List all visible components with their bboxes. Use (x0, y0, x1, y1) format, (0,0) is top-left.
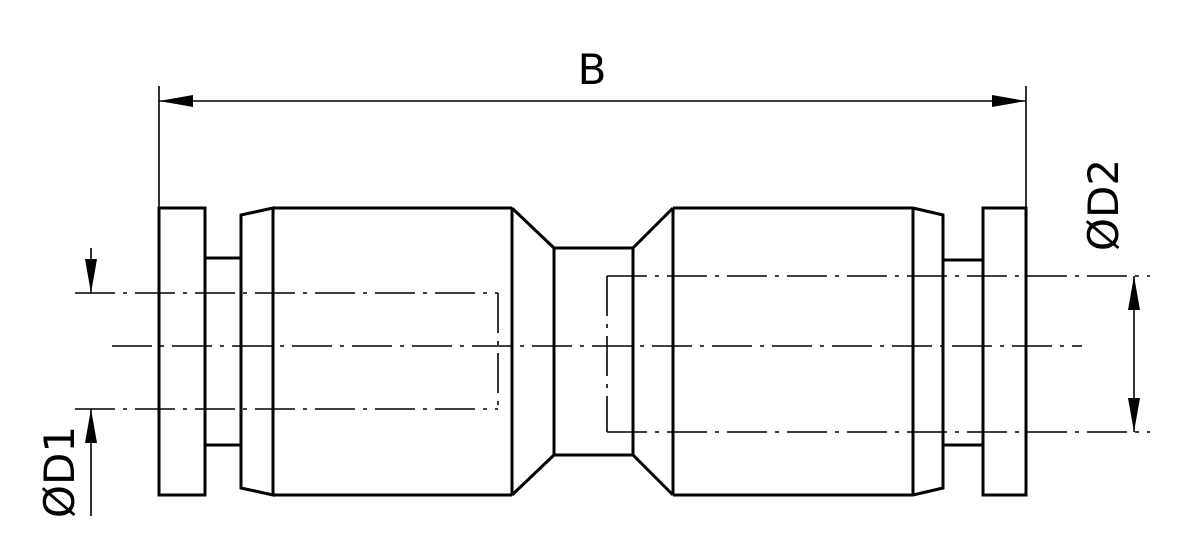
dimension-length: B (158, 45, 1027, 208)
inlet-diameter-arrow-top (85, 259, 97, 293)
left-main-body (273, 206, 512, 497)
right-neck (943, 258, 983, 447)
inlet-diameter-arrow-bottom (85, 409, 97, 443)
outlet-diameter-arrow-top (1128, 276, 1140, 310)
length-label: B (578, 45, 607, 94)
outlet-diameter-arrow-bottom (1128, 398, 1140, 432)
dimension-inlet-diameter: ØD1 (35, 248, 97, 518)
length-arrow-right (992, 95, 1026, 107)
fitting-body (157, 206, 1028, 497)
center-lines (75, 275, 1150, 433)
left-flange (157, 206, 207, 497)
length-arrow-left (159, 95, 193, 107)
right-flange (981, 206, 1028, 497)
left-chamfer-ring (239, 206, 275, 497)
right-chamfer-ring (912, 206, 945, 497)
dimension-outlet-diameter: ØD2 (1079, 159, 1140, 432)
left-neck (205, 256, 241, 447)
inlet-diameter-label: ØD1 (35, 426, 84, 518)
left-taper (510, 206, 556, 497)
right-taper (631, 206, 675, 497)
center-waist (552, 246, 635, 457)
right-main-body (673, 206, 915, 497)
outlet-diameter-label: ØD2 (1079, 159, 1128, 251)
